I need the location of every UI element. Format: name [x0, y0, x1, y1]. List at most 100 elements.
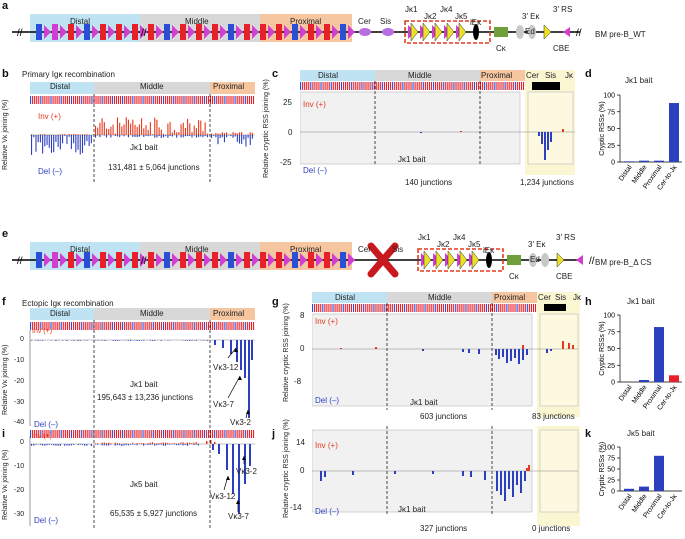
- del-bar: [53, 444, 55, 446]
- b-proximal-band: [210, 82, 255, 94]
- inv-bar: [147, 129, 149, 135]
- inv-bar: [114, 133, 116, 135]
- del-bar: [249, 135, 251, 146]
- inv-bar: [180, 442, 182, 444]
- segment-tick: [220, 96, 222, 104]
- segment-tick: [40, 430, 42, 438]
- segment-tick: [60, 430, 62, 438]
- segment-tick: [171, 96, 173, 104]
- g-plot-left: [312, 313, 533, 407]
- del-bar: [468, 349, 470, 353]
- inv-bar: [186, 442, 188, 444]
- panel-c-letter: c: [272, 68, 279, 80]
- segment-tick: [222, 322, 224, 330]
- segment-tick: [432, 82, 435, 90]
- segment-tick: [160, 322, 163, 330]
- j-segment: [459, 250, 468, 270]
- inv-bar: [158, 443, 160, 444]
- v-segment: [148, 24, 154, 40]
- segment-tick: [406, 82, 408, 90]
- inv-bar: [138, 124, 140, 135]
- inv-bar: [105, 443, 108, 444]
- inv-bar: [173, 442, 175, 444]
- rss-triangle: [140, 253, 147, 267]
- segment-tick: [36, 96, 38, 104]
- segment-tick: [416, 304, 418, 312]
- f-ylabel: Relative Vκ joining (%): [2, 344, 9, 415]
- del-bar: [504, 471, 506, 501]
- inv-bar: [221, 132, 223, 135]
- segment-tick: [205, 96, 208, 104]
- segment-tick: [496, 304, 498, 312]
- segment-tick: [338, 82, 340, 90]
- del-bar: [70, 444, 72, 446]
- ck-exon: [494, 27, 508, 37]
- rss-triangle: [220, 253, 227, 267]
- rss-triangle: [268, 253, 275, 267]
- segment-tick: [195, 322, 197, 330]
- rss-triangle: [108, 253, 115, 267]
- segment-tick: [175, 96, 177, 104]
- segment-tick: [107, 430, 109, 438]
- break-mark: //: [576, 28, 582, 39]
- segment-tick: [430, 82, 433, 90]
- del-bar: [79, 135, 81, 155]
- segment-tick: [152, 430, 154, 438]
- segment-tick: [99, 430, 101, 438]
- j-cluster-box: [404, 20, 491, 44]
- cbe-label: CBE: [553, 44, 570, 53]
- del-bar: [62, 135, 64, 144]
- segment-tick: [68, 96, 70, 104]
- del-bar: [77, 444, 79, 446]
- segment-tick: [199, 430, 201, 438]
- del-bar: [352, 471, 354, 475]
- segment-tick: [330, 82, 332, 90]
- del-bar: [165, 135, 167, 137]
- del-bar: [191, 340, 193, 341]
- del-bar: [116, 135, 119, 137]
- v-segment: [36, 252, 42, 268]
- v-segment: [276, 252, 282, 268]
- inv-bar: [206, 133, 208, 135]
- e-cer-label: Cer: [358, 245, 371, 254]
- rss-triangle: [92, 25, 99, 39]
- segment-tick: [58, 322, 60, 330]
- del-bar: [151, 444, 153, 445]
- inv-bar: [101, 442, 103, 444]
- del-bar: [136, 444, 138, 446]
- segment-tick: [502, 82, 504, 90]
- del-bar: [103, 340, 105, 341]
- segment-tick: [126, 430, 128, 438]
- inv-bar: [95, 125, 97, 135]
- del-bar: [186, 444, 188, 446]
- segment-tick: [64, 322, 66, 330]
- del-bar: [215, 135, 217, 138]
- inv-bar: [195, 128, 197, 135]
- del-bar: [154, 135, 156, 138]
- del-bar: [112, 340, 114, 341]
- del-bar: [143, 340, 145, 341]
- iek-enhancer: [486, 252, 492, 268]
- del-bar: [182, 444, 184, 446]
- segment-tick: [99, 322, 101, 330]
- b-del-label: Del (–): [38, 167, 63, 176]
- ck-label: Cκ: [496, 44, 506, 53]
- inv-bar: [204, 122, 206, 135]
- segment-tick: [482, 82, 484, 90]
- segment-tick: [328, 304, 330, 312]
- segment-tick: [357, 82, 359, 90]
- del-bar: [184, 135, 186, 137]
- inv-bar: [39, 134, 41, 135]
- segment-tick: [218, 430, 220, 438]
- del-bar: [97, 444, 99, 445]
- segment-tick: [54, 96, 56, 104]
- del-bar: [119, 444, 121, 446]
- segment-tick: [318, 82, 320, 90]
- segment-tick: [310, 82, 312, 90]
- bar: [669, 375, 679, 382]
- del-bar: [33, 135, 35, 138]
- segment-tick: [443, 82, 445, 90]
- e-sis-label: Sis: [392, 245, 404, 254]
- segment-tick: [177, 96, 179, 104]
- segment-tick: [132, 322, 134, 330]
